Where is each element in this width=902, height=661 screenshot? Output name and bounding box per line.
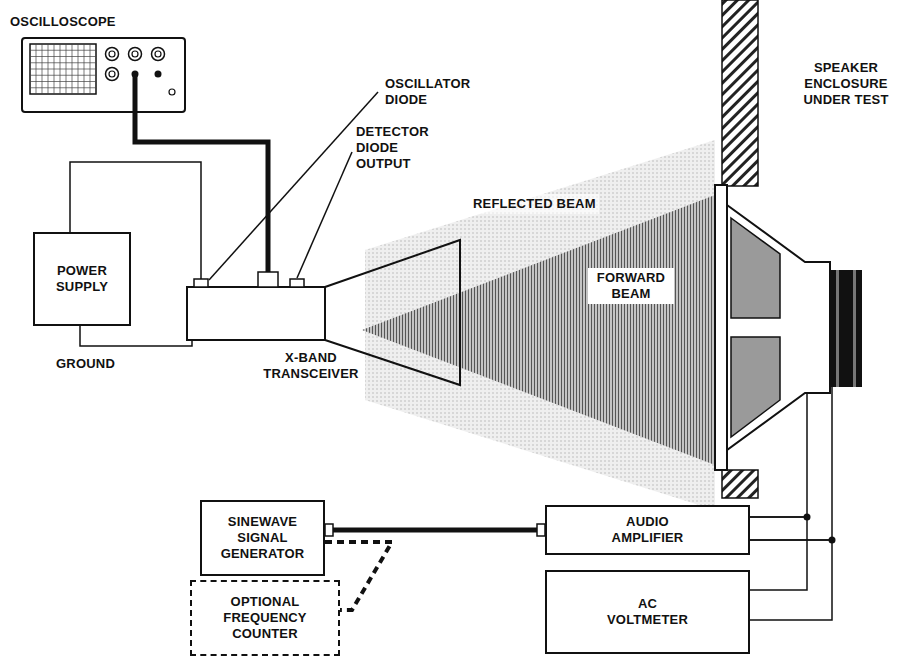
speaker-magnet [830,270,862,387]
wire [750,517,807,590]
wire-connector [750,517,832,620]
heading-label: SPEAKER ENCLOSURE UNDER TEST [794,60,898,108]
heading-label: X-BAND TRANSCEIVER [256,350,366,382]
graticule [30,56,96,57]
beam-label: REFLECTED BEAM [470,194,599,214]
horn-antenna [325,240,460,385]
graticule [30,62,96,63]
graticule [30,87,96,88]
wire [750,540,832,620]
box-label: POWER SUPPLY [42,263,122,295]
oscilloscope: OSCILLOSCOPE [8,14,190,116]
scope-jack [155,71,162,78]
callout-label: DETECTOR DIODE OUTPUT [356,124,441,172]
graticule [30,81,96,82]
cable-plug [537,524,545,536]
x-band-transceiver: X-BAND TRANSCEIVER [186,238,462,388]
speaker-cone [731,218,780,318]
oscillator-diode-mount [194,279,208,287]
wire-connector [325,524,545,536]
wire [325,528,545,533]
cable-plug [325,524,333,536]
label-anchor: DETECTOR DIODE OUTPUT [356,124,441,172]
speaker-basket [727,205,830,450]
box-label: OPTIONAL FREQUENCY COUNTER [215,594,315,642]
speaker-magnet [853,270,856,387]
box-label: AC VOLTMETER [603,596,693,628]
scope-knob [132,51,138,57]
waveguide [187,287,325,340]
forward-beam [362,195,715,465]
ac-voltmeter-box: AC VOLTMETER [545,570,750,654]
leader-line [209,92,378,280]
speaker-enclosure-drawing [712,60,900,478]
scope-knob [109,51,115,57]
scope-jack [169,89,175,95]
label-anchor: REFLECTED BEAM [470,194,599,214]
speaker-enclosure: SPEAKER ENCLOSURE UNDER TEST [712,60,900,478]
scope-knob [129,48,142,61]
box-label: AUDIO AMPLIFIER [598,514,698,546]
speaker-cone [731,337,780,437]
signal-generator-box: SINEWAVE SIGNAL GENERATOR [200,500,325,576]
callout-label: OSCILLATOR DIODE [385,76,480,108]
detector-diode-mount [290,279,304,287]
label-anchor: OSCILLATOR DIODE [385,76,480,108]
oscilloscope-drawing [8,14,190,116]
audio-amplifier-box: AUDIO AMPLIFIER [545,505,750,555]
graticule [30,50,96,51]
leader-line [297,152,352,278]
graticule [30,69,96,70]
wire [80,326,192,346]
speaker-magnet [836,270,839,387]
frequency-counter-box: OPTIONAL FREQUENCY COUNTER [190,580,340,656]
box-label: SINEWAVE SIGNAL GENERATOR [213,514,313,562]
label-anchor: GROUND [56,356,115,372]
label-anchor: FORWARD BEAM [588,268,674,304]
scope-body [22,38,185,112]
scope-knob [106,48,119,61]
scope-screen [30,44,96,94]
wire-connector [80,326,192,346]
power-supply-box: POWER SUPPLY [33,232,131,326]
detector-connector [258,272,278,287]
x-band-transceiver-drawing [186,238,462,388]
probe-cable [133,74,138,112]
scope-knob [109,71,115,77]
scope-knob [155,51,161,57]
wall-section [722,470,758,498]
wire-label: GROUND [56,356,115,372]
graticule [30,75,96,76]
wall-section [722,0,758,186]
scope-knob [152,48,165,61]
baffle [715,185,727,470]
heading-label: OSCILLOSCOPE [10,14,160,30]
scope-knob [106,68,119,81]
beam-label: FORWARD BEAM [588,268,674,304]
